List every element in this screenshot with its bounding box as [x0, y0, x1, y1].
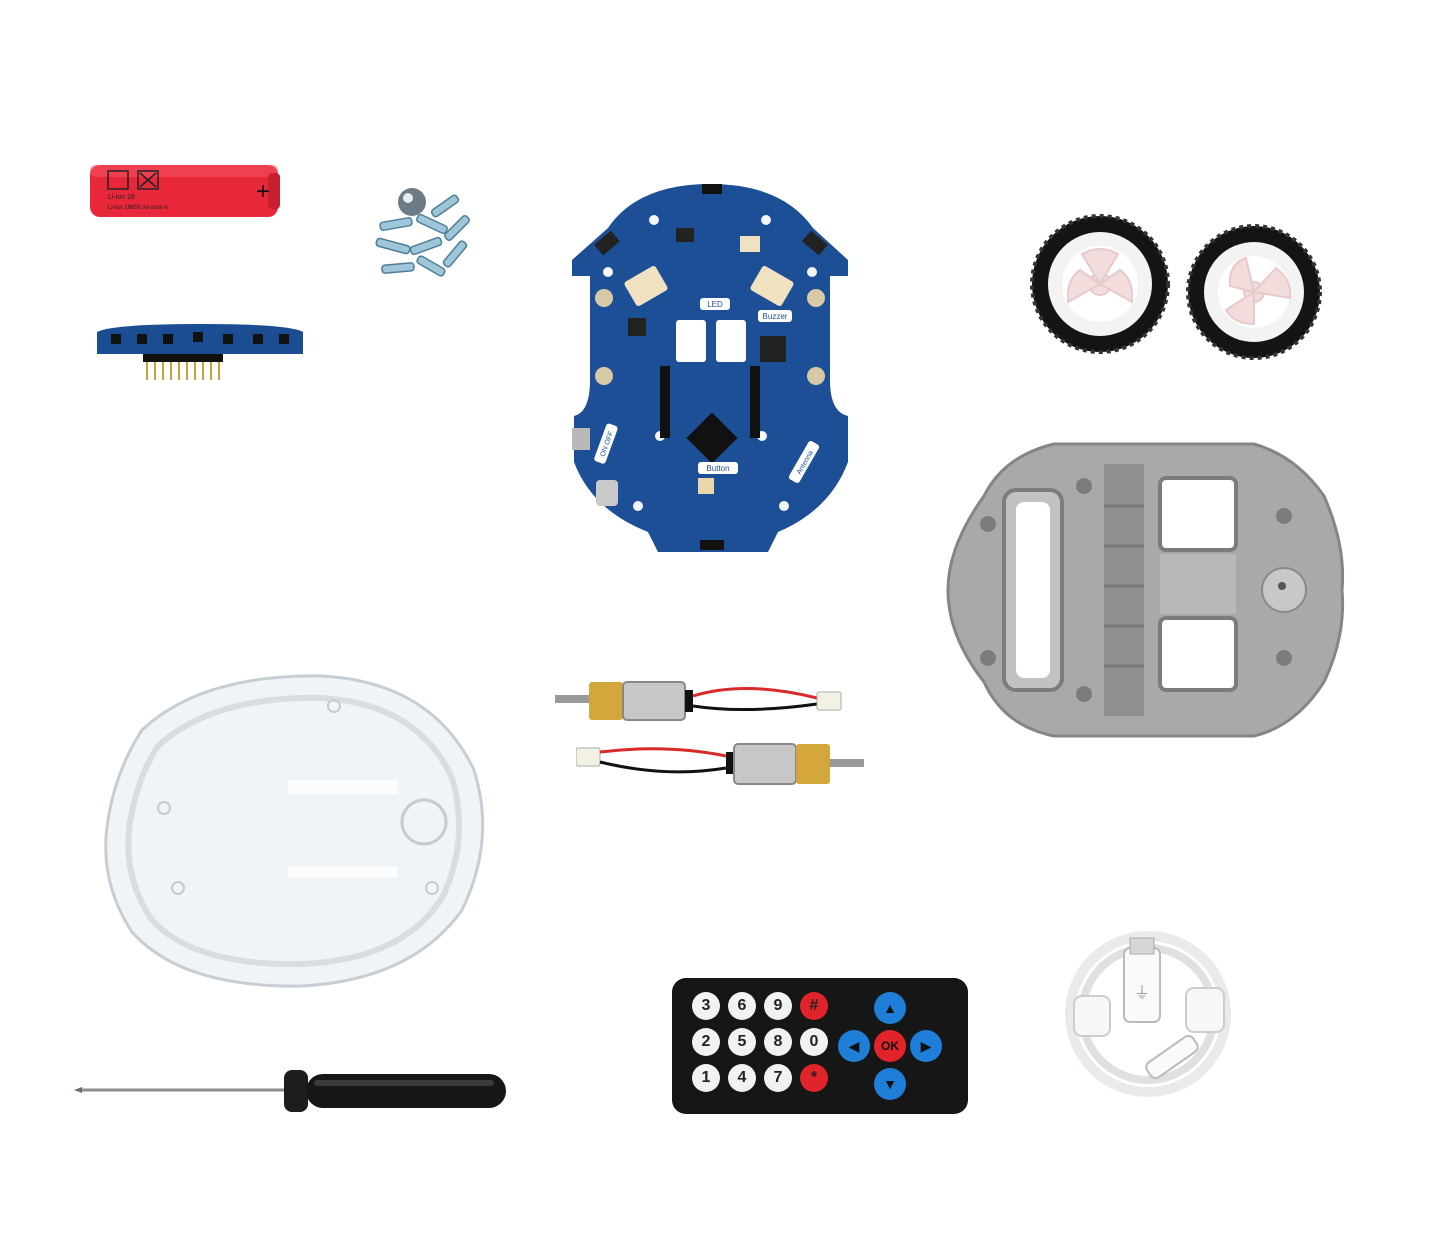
line-sensor-board [93, 320, 308, 382]
arrow-left-icon: ◀ [848, 1037, 860, 1054]
pcb-button-label: Button [706, 464, 729, 473]
motor-bottom [576, 738, 866, 790]
remote-key-label: 1 [701, 1069, 711, 1086]
remote-keypad: 3 6 9 # 2 5 8 0 1 4 7 * [692, 992, 848, 1092]
remote-key[interactable]: * [800, 1064, 828, 1092]
dpad-left-button[interactable]: ◀ [838, 1030, 870, 1062]
remote-key-label: 9 [773, 997, 783, 1014]
remote-key-label: 7 [773, 1069, 783, 1086]
arrow-down-icon: ▼ [883, 1076, 897, 1092]
remote-key[interactable]: 5 [728, 1028, 756, 1056]
dpad-ok-button[interactable]: OK [874, 1030, 906, 1062]
remote-key-label: * [810, 1069, 818, 1086]
dpad-up-button[interactable]: ▲ [874, 992, 906, 1024]
wheel-left [1030, 214, 1170, 354]
usb-cable: ⏚ [1058, 918, 1240, 1100]
arrow-up-icon: ▲ [883, 1000, 897, 1016]
battery: + Li-ion 18 Li-ion 18650 xx-xxxx-x [88, 163, 283, 219]
remote-key-label: 4 [737, 1069, 747, 1086]
remote-key[interactable]: 8 [764, 1028, 792, 1056]
dpad-right-button[interactable]: ▶ [910, 1030, 942, 1062]
ok-label: OK [881, 1039, 899, 1053]
battery-brand-text: Li-ion 18 [108, 194, 135, 201]
robot-pcb: LED Buzzer Button ON OFF Antenna [568, 180, 853, 555]
clear-cover [102, 670, 487, 992]
pcb-led-label: LED [707, 300, 723, 309]
svg-text:+: + [256, 178, 270, 205]
remote-key-label: 5 [737, 1033, 747, 1050]
screwdriver [74, 1066, 514, 1116]
remote-dpad: ▲ ◀ OK ▶ ▼ [836, 990, 944, 1102]
remote-key[interactable]: 7 [764, 1064, 792, 1092]
arrow-right-icon: ▶ [920, 1037, 932, 1054]
remote-key[interactable]: 4 [728, 1064, 756, 1092]
screws [370, 180, 480, 290]
remote-key-label: 2 [701, 1033, 711, 1050]
remote-key[interactable]: 1 [692, 1064, 720, 1092]
ir-remote: 3 6 9 # 2 5 8 0 1 4 7 * ▲ ◀ OK ▶ ▼ [672, 978, 968, 1114]
remote-key-label: 6 [737, 997, 747, 1014]
chassis [944, 436, 1346, 744]
dpad-down-button[interactable]: ▼ [874, 1068, 906, 1100]
remote-key[interactable]: 3 [692, 992, 720, 1020]
remote-key-label: 3 [701, 997, 711, 1014]
remote-key-label: # [809, 997, 819, 1014]
motor-top [555, 676, 845, 726]
battery-fine-print: Li-ion 18650 xx-xxxx-x [108, 205, 168, 211]
remote-key[interactable]: # [800, 992, 828, 1020]
remote-key[interactable]: 9 [764, 992, 792, 1020]
remote-key[interactable]: 0 [800, 1028, 828, 1056]
wheel-right [1186, 224, 1322, 360]
remote-key-label: 8 [773, 1033, 783, 1050]
remote-key[interactable]: 6 [728, 992, 756, 1020]
pcb-buzzer-label: Buzzer [763, 312, 788, 321]
remote-key-label: 0 [809, 1033, 819, 1050]
remote-key[interactable]: 2 [692, 1028, 720, 1056]
usb-symbol-icon: ⏚ [1134, 984, 1150, 1002]
